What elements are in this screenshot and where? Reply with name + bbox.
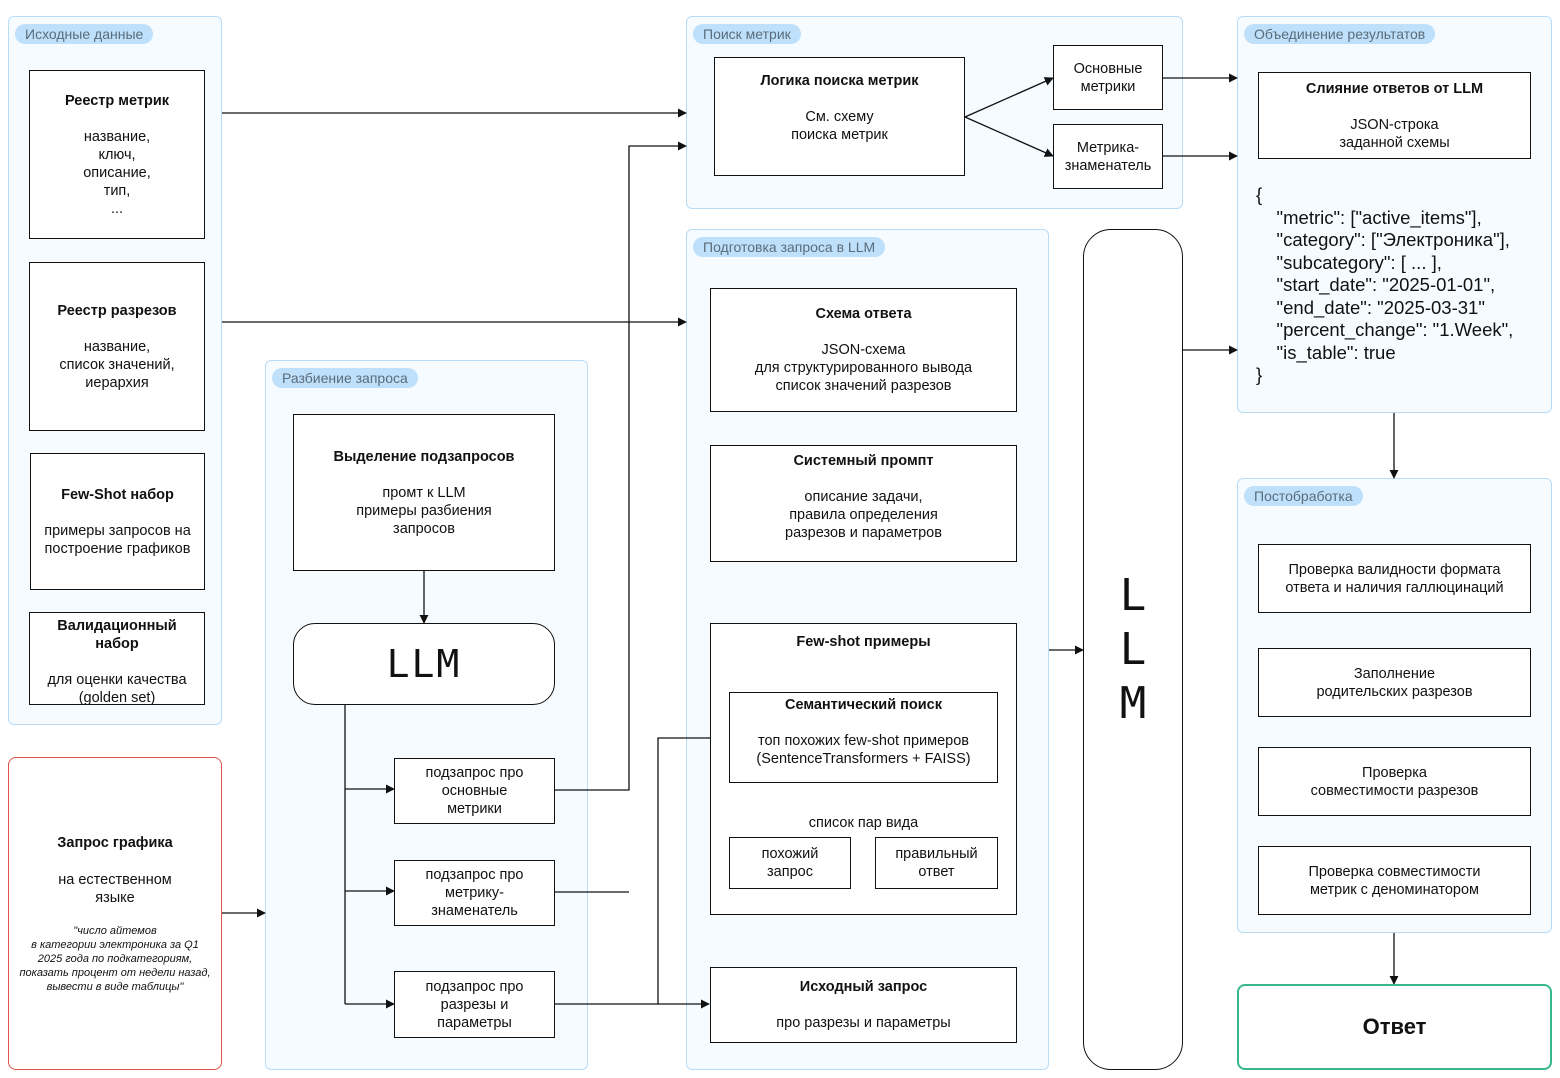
correct-answer-text: правильный ответ (895, 846, 978, 880)
merge-llm-answers-body: JSON-строка заданной схемы (1339, 116, 1450, 151)
system-prompt-title: Системный промпт (793, 453, 934, 469)
subquery-slices-params: подзапрос про разрезы и параметры (394, 971, 555, 1038)
semantic-search-body: топ похожих few-shot примеров (SentenceT… (756, 733, 971, 767)
answer-label: Ответ (1362, 1014, 1427, 1039)
subquery-denominator: подзапрос про метрику- знаменатель (394, 860, 555, 926)
similar-query: похожий запрос (729, 837, 851, 889)
check-slice-compat-text: Проверка совместимости разрезов (1310, 764, 1479, 799)
fewshot-set-title: Few-Shot набор (61, 486, 174, 503)
metrics-registry: Реестр метрик название, ключ, описание, … (29, 70, 205, 239)
metric-search-logic: Логика поиска метрик См. схему поиска ме… (714, 57, 965, 176)
merge-llm-answers: Слияние ответов от LLM JSON-строка задан… (1258, 72, 1531, 159)
edge-sub-slices-to-semantic (657, 733, 730, 1004)
fewshot-set-body: примеры запросов на построение графиков (44, 522, 191, 557)
original-query-body: про разрезы и параметры (776, 1015, 951, 1031)
validation-set: Валидационный набор для оценки качества … (29, 612, 205, 705)
fewshot-pairs-label: список пар вида (808, 815, 919, 831)
response-schema: Схема ответа JSON-схема для структуриров… (710, 288, 1017, 412)
answer: Ответ (1237, 984, 1552, 1070)
group-label-search: Поиск метрик (693, 24, 801, 44)
extract-subqueries-body: промт к LLM примеры разбиения запросов (356, 484, 492, 537)
chart-request: Запрос графика на естественном языке "чи… (8, 757, 222, 1070)
metric-search-logic-body: См. схему поиска метрик (791, 109, 888, 143)
chart-request-title: Запрос графика (57, 835, 173, 851)
json-example: { "metric": ["active_items"], "category"… (1256, 184, 1514, 385)
extract-subqueries-title: Выделение подзапросов (333, 448, 515, 465)
check-validity: Проверка валидности формата ответа и нал… (1258, 544, 1531, 613)
denominator-metric: Метрика- знаменатель (1053, 124, 1163, 189)
llm-split: LLM (293, 623, 555, 705)
slices-registry-title: Реестр разрезов (57, 302, 177, 319)
slices-registry-body: название, список значений, иерархия (59, 338, 175, 391)
check-slice-compat: Проверка совместимости разрезов (1258, 747, 1531, 816)
check-denominator-compat-text: Проверка совместимости метрик с деномина… (1308, 863, 1481, 898)
edge-logic-to-denom (964, 116, 1054, 157)
system-prompt-body: описание задачи, правила определения раз… (785, 489, 942, 541)
response-schema-body: JSON-схема для структурированного вывода… (754, 342, 973, 394)
metrics-registry-body: название, ключ, описание, тип, ... (83, 128, 151, 217)
group-label-source: Исходные данные (15, 24, 154, 44)
chart-request-example: "число айтемов в категории электроника з… (19, 925, 211, 993)
subquery-slices-params-text: подзапрос про разрезы и параметры (425, 978, 524, 1031)
fewshot-examples-title: Few-shot примеры (796, 634, 931, 650)
edge-sub-main-to-search (555, 141, 687, 791)
system-prompt: Системный промпт описание задачи, правил… (710, 445, 1017, 562)
denominator-metric-text: Метрика- знаменатель (1064, 139, 1152, 174)
slices-registry: Реестр разрезов название, список значени… (29, 262, 205, 431)
check-validity-text: Проверка валидности формата ответа и нал… (1285, 561, 1504, 596)
metrics-registry-title: Реестр метрик (64, 92, 170, 109)
correct-answer: правильный ответ (875, 837, 998, 889)
response-schema-title: Схема ответа (815, 306, 912, 322)
llm-split-label: LLM (386, 642, 462, 686)
original-query-title: Исходный запрос (799, 979, 928, 995)
edge-logic-to-main (964, 77, 1054, 118)
extract-subqueries: Выделение подзапросов промт к LLM пример… (293, 414, 555, 571)
fewshot-set: Few-Shot набор примеры запросов на постр… (30, 453, 205, 590)
fill-parent-slices-text: Заполнение родительских разрезов (1316, 665, 1473, 700)
similar-query-text: похожий запрос (761, 846, 819, 880)
subquery-main-metrics: подзапрос про основные метрики (394, 758, 555, 824)
group-label-post: Постобработка (1244, 486, 1363, 506)
group-label-merge: Объединение результатов (1244, 24, 1436, 44)
subquery-denominator-text: подзапрос про метрику- знаменатель (425, 867, 524, 919)
group-label-split: Разбиение запроса (272, 368, 418, 388)
subquery-main-metrics-text: подзапрос про основные метрики (425, 765, 524, 817)
llm-main-label: L L M (1119, 569, 1147, 729)
chart-request-body: на естественном языке (58, 872, 172, 906)
semantic-search-title: Семантический поиск (784, 697, 943, 713)
check-denominator-compat: Проверка совместимости метрик с деномина… (1258, 846, 1531, 915)
validation-set-title: Валидационный набор (57, 618, 177, 652)
group-label-prep: Подготовка запроса в LLM (693, 237, 886, 257)
merge-llm-answers-title: Слияние ответов от LLM (1305, 80, 1484, 97)
llm-main: L L M (1083, 229, 1183, 1070)
fill-parent-slices: Заполнение родительских разрезов (1258, 648, 1531, 717)
semantic-search: Семантический поиск топ похожих few-shot… (729, 692, 998, 783)
main-metrics-text: Основные метрики (1073, 60, 1143, 95)
validation-set-body: для оценки качества (golden set) (47, 672, 187, 705)
original-query: Исходный запрос про разрезы и параметры (710, 967, 1017, 1043)
main-metrics: Основные метрики (1053, 45, 1163, 110)
metric-search-logic-title: Логика поиска метрик (760, 73, 919, 89)
